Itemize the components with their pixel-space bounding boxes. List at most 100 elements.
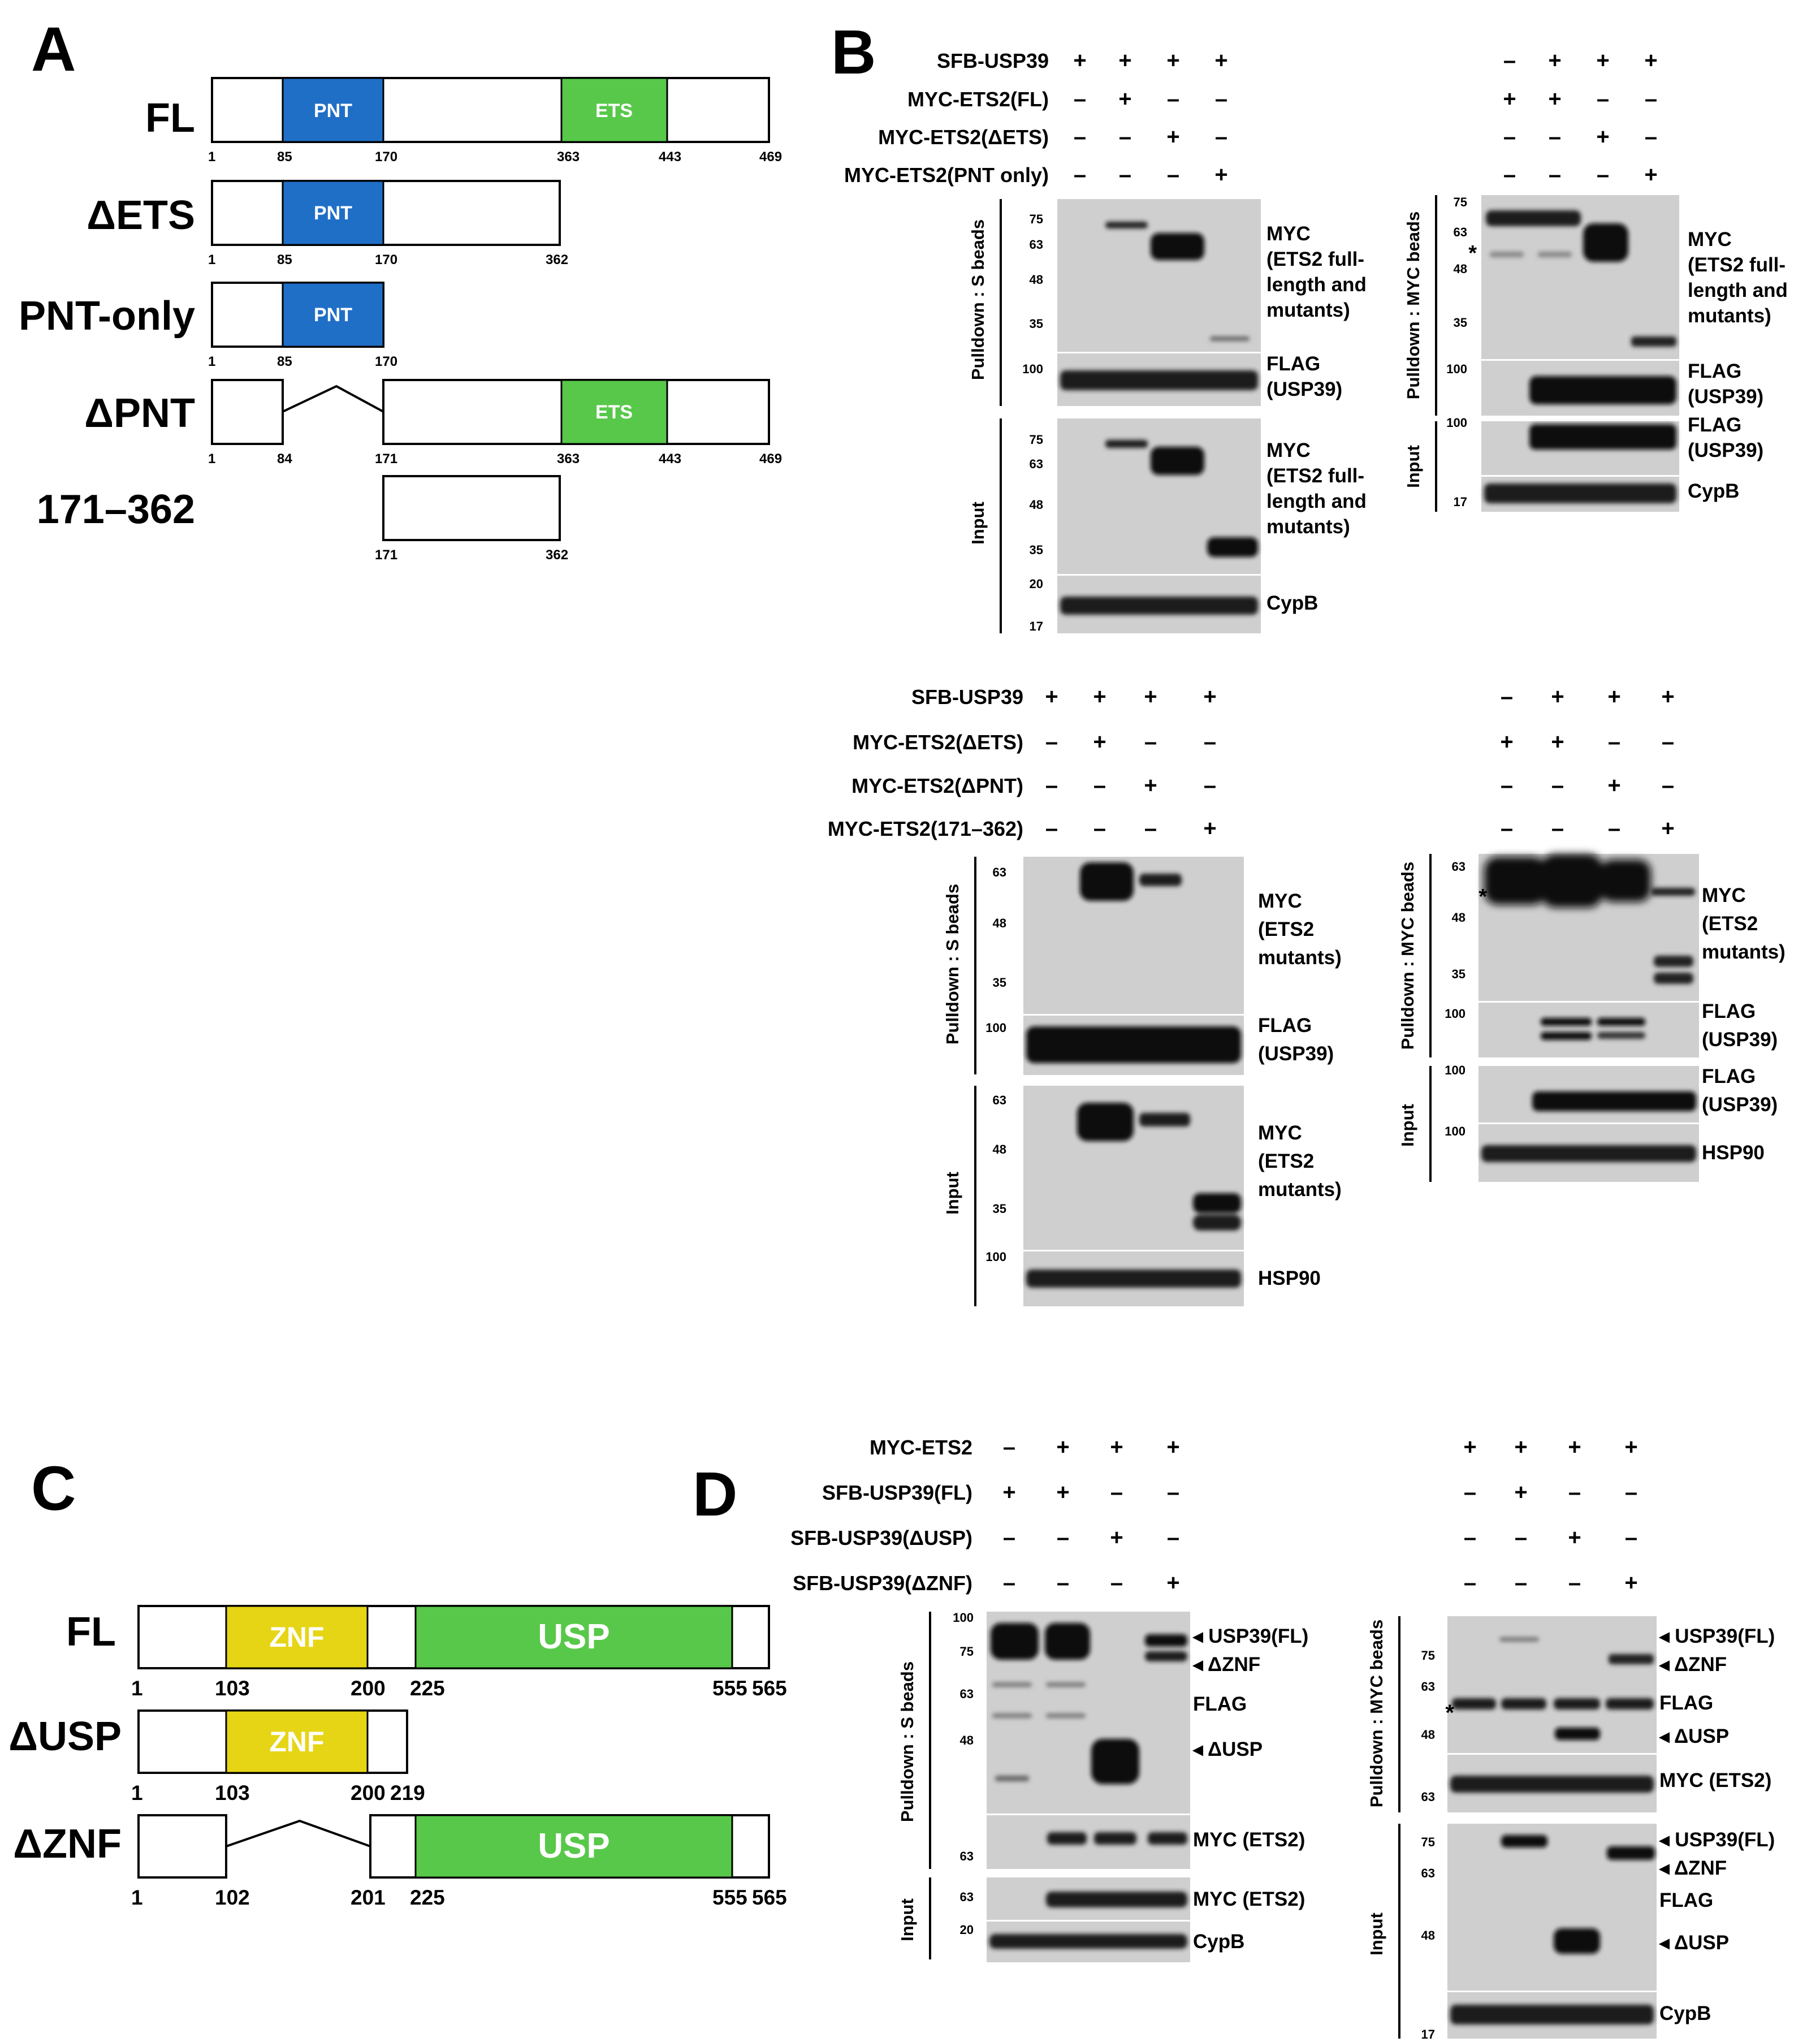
band (1484, 483, 1676, 503)
antibody-label: FLAG (1688, 414, 1741, 436)
treatment-sign: – (1568, 1570, 1581, 1595)
domain-label: PNT (314, 100, 352, 122)
panel-b: B SFB-USP39 MYC-ETS2(FL) MYC-ETS2(ΔETS) … (828, 18, 1788, 1306)
treatment-sign: – (1568, 1480, 1581, 1505)
mw-marker: 75 (1421, 1835, 1435, 1849)
band (1094, 1832, 1136, 1845)
treatment-sign: – (1625, 1525, 1637, 1550)
treatment-sign: – (1608, 816, 1620, 841)
mw-marker: 20 (1030, 577, 1043, 591)
domain-label: ETS (595, 100, 633, 122)
domain-label: ETS (595, 402, 633, 423)
treatment-sign: + (1166, 48, 1179, 73)
antibody-label: (USP39) (1702, 1029, 1778, 1051)
treatment-sign: + (1596, 48, 1609, 73)
band (1501, 1698, 1546, 1709)
band (1609, 1654, 1654, 1664)
position-label: 103 (215, 1781, 250, 1804)
mw-marker: 100 (985, 1250, 1006, 1264)
treatment-sign: – (1662, 773, 1674, 798)
mw-marker: 75 (1030, 212, 1043, 226)
antibody-label: mutants) (1702, 941, 1786, 963)
band (1105, 222, 1148, 228)
antibody-label: mutants) (1266, 299, 1350, 321)
treatment-sign: – (1093, 816, 1106, 841)
treatment-sign: – (1167, 1480, 1179, 1505)
antibody-label: (ETS2 full- (1266, 465, 1364, 487)
position-label: 1 (131, 1886, 143, 1909)
position-label: 200 (351, 1677, 386, 1700)
ets2-construct-pnt-only: PNT-only PNT 1 85 170 (19, 282, 397, 369)
treatment-sign: – (1515, 1525, 1527, 1550)
deletion-connector (226, 1819, 371, 1847)
mw-marker: 63 (1030, 238, 1043, 252)
treatment-sign: – (1119, 162, 1131, 187)
ets2-construct-fl: FL PNT ETS 1 85 170 363 443 469 (145, 77, 782, 165)
position-label: 200 (351, 1781, 386, 1804)
mw-marker: 63 (1421, 1866, 1435, 1880)
treatment-sign: + (1644, 162, 1657, 187)
treatment-sign: – (1110, 1480, 1123, 1505)
band (1529, 424, 1676, 450)
antibody-label: MYC (1266, 223, 1311, 245)
mw-marker: 48 (1452, 910, 1465, 925)
band (991, 1623, 1039, 1660)
treatment-sign: + (1093, 729, 1106, 754)
treatment-sign: + (1551, 729, 1564, 754)
construct-name: PNT-only (19, 293, 195, 339)
treatment-sign: – (1515, 1570, 1527, 1595)
treatment-sign: + (1093, 684, 1106, 709)
band (1607, 1846, 1655, 1860)
antibody-label: length and (1266, 490, 1367, 512)
treatment-sign: + (1056, 1480, 1069, 1505)
antibody-label: FLAG (1659, 1692, 1713, 1714)
mw-marker: 100 (1445, 1007, 1465, 1021)
panel-a-label: A (31, 15, 76, 84)
antibody-label: length and (1266, 274, 1367, 296)
domain-label: ZNF (269, 1621, 324, 1653)
band (1541, 854, 1603, 908)
treatment-sign: + (1166, 1570, 1179, 1595)
position-label: 225 (410, 1677, 445, 1700)
band (1046, 1892, 1187, 1907)
treatment-sign: – (1045, 729, 1058, 754)
antibody-label: (USP39) (1266, 378, 1342, 400)
antibody-label: FLAG (1266, 353, 1320, 375)
antibody-label: MYC (1702, 884, 1746, 906)
mw-marker: 48 (1421, 1928, 1435, 1942)
band (1151, 447, 1204, 475)
band (1541, 1018, 1592, 1026)
treatment-sign: + (1045, 684, 1058, 709)
treatment-sign: + (1056, 1435, 1069, 1460)
pnt-domain (282, 180, 384, 246)
domain-label: USP (538, 1827, 609, 1866)
position-label: 102 (215, 1886, 250, 1909)
treatment-sign: – (1167, 87, 1179, 111)
treatment-sign: – (1549, 162, 1561, 187)
position-label: 363 (557, 451, 580, 467)
antibody-label: CypB (1688, 480, 1739, 502)
protein-bar-n (211, 379, 284, 445)
antibody-label: mutants) (1266, 516, 1350, 538)
antibody-label: mutants) (1258, 947, 1342, 969)
treatment-sign: + (1661, 816, 1674, 841)
band (1597, 1032, 1645, 1039)
treatment-sign: + (1144, 684, 1157, 709)
treatment-sign: – (1144, 816, 1157, 841)
treatment-sign: + (1568, 1435, 1581, 1460)
protein-bar (382, 475, 561, 541)
treatment-sign: + (1073, 48, 1086, 73)
antibody-label: FLAG (1659, 1889, 1713, 1911)
treatment-sign: + (1118, 87, 1131, 111)
antibody-label: HSP90 (1702, 1142, 1765, 1164)
construct-name: ΔETS (87, 193, 195, 238)
position-label: 363 (557, 149, 580, 165)
band (1151, 233, 1204, 260)
mw-marker: 48 (1030, 498, 1043, 512)
band (1484, 857, 1546, 905)
treatment-sign: – (1551, 773, 1564, 798)
antibody-label: MYC (ETS2) (1193, 1888, 1305, 1910)
treatment-sign: + (1644, 48, 1657, 73)
mw-marker: 35 (993, 1202, 1006, 1216)
